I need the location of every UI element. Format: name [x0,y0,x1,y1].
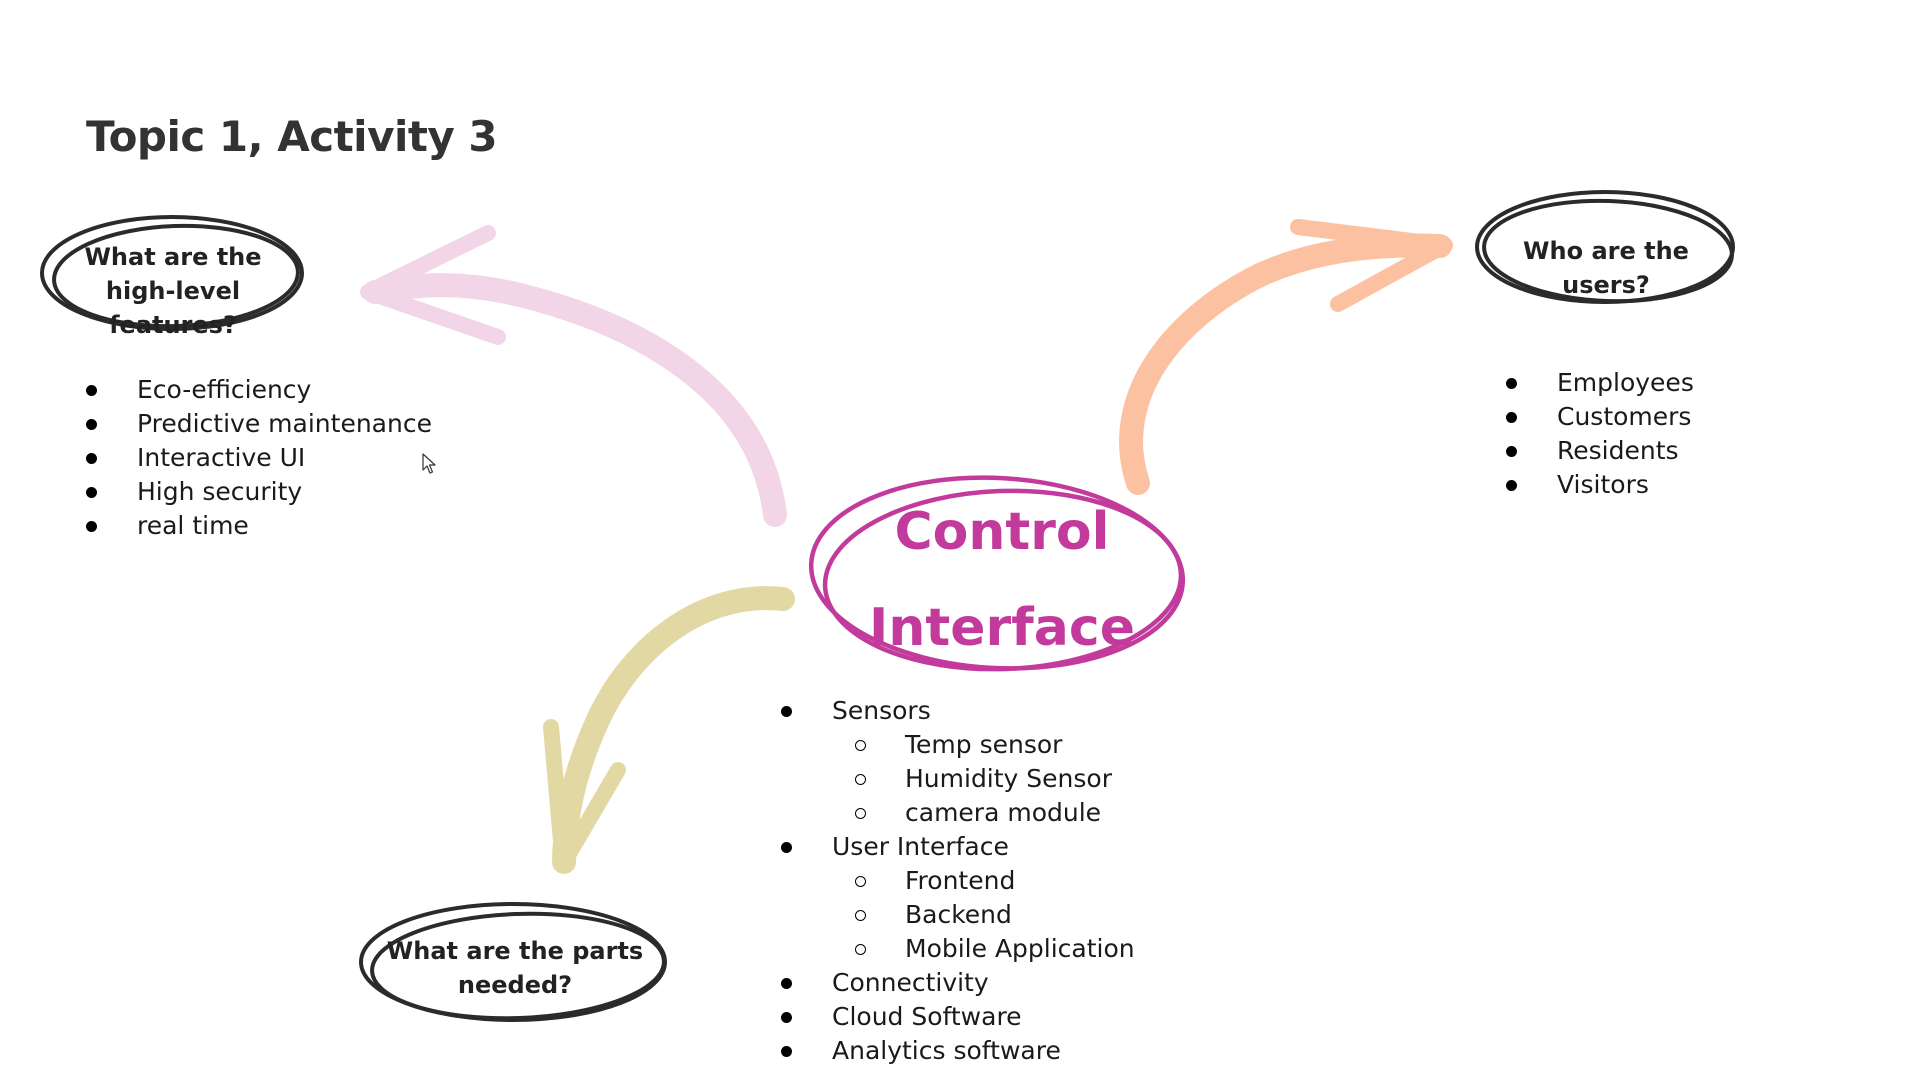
users-bubble-label: Who are the users? [1480,234,1732,302]
users-bubble-line: Who are the users? [1523,237,1689,299]
parts-bubble-line-1: What are the parts [386,937,644,965]
list-item: High security [86,475,432,509]
features-bubble-line-1: What are the [84,243,262,271]
center-topic-line-2: Interface [869,598,1135,658]
sub-list-item: Temp sensor [781,728,1135,762]
parts-list: Sensors Temp sensor Humidity Sensor came… [781,694,1135,1068]
list-item: Interactive UI [86,441,432,475]
users-bubble-outline [1475,190,1735,304]
list-item: Eco-efficiency [86,373,432,407]
arrow-to-users [1119,219,1453,495]
list-item: Visitors [1506,468,1694,502]
list-item: Sensors [781,694,1135,728]
center-topic-label: Control Interface [852,497,1152,663]
arrow-to-parts [543,586,795,874]
sub-list-item: Frontend [781,864,1135,898]
parts-bubble-outline [359,902,667,1022]
page-title: Topic 1, Activity 3 [86,112,498,161]
list-item: Predictive maintenance [86,407,432,441]
sub-list-item: Mobile Application [781,932,1135,966]
mouse-cursor-icon [422,453,436,474]
features-list: Eco-efficiency Predictive maintenance In… [86,373,432,543]
list-item: real time [86,509,432,543]
sub-list-item: Backend [781,898,1135,932]
parts-bubble-label: What are the parts needed? [384,934,646,1002]
list-item: User Interface [781,830,1135,864]
parts-bubble-line-2: needed? [457,971,573,999]
list-item: Employees [1506,366,1694,400]
users-list: Employees Customers Residents Visitors [1506,366,1694,502]
list-item: Cloud Software [781,1000,1135,1034]
list-item: Customers [1506,400,1694,434]
list-item: Connectivity [781,966,1135,1000]
center-bubble-outline [808,475,1186,672]
sub-list-item: camera module [781,796,1135,830]
list-item: Residents [1506,434,1694,468]
sub-list-item: Humidity Sensor [781,762,1135,796]
list-item: Analytics software [781,1034,1135,1068]
center-topic-line-1: Control [894,502,1110,562]
arrow-to-features [360,225,787,527]
features-bubble-outline [40,215,304,331]
features-bubble-label: What are the high-level features? [42,240,304,342]
features-bubble-line-2: high-level features? [105,277,241,339]
